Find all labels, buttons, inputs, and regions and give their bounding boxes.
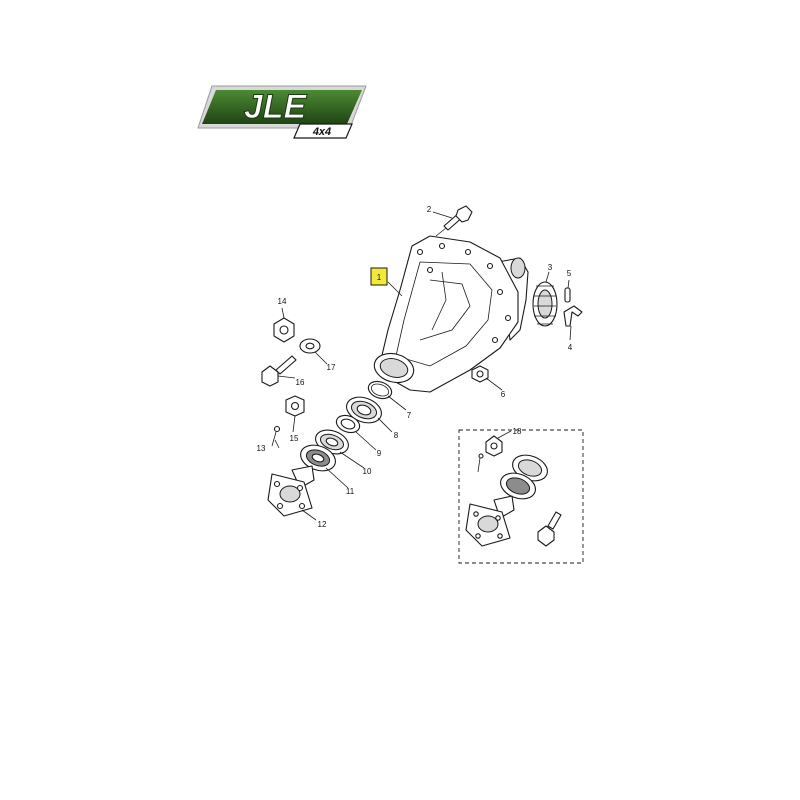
logo-brand: JLE (244, 88, 308, 126)
clip-4 (563, 305, 583, 327)
callout-1[interactable]: 1 (377, 273, 382, 282)
callout-16[interactable]: 16 (296, 378, 305, 387)
callout-10[interactable]: 10 (363, 467, 372, 476)
callout-5[interactable]: 5 (567, 269, 572, 278)
seal-11 (300, 444, 336, 472)
callout-3[interactable]: 3 (548, 263, 553, 272)
split-pin-13 (271, 425, 281, 447)
nut-6 (471, 365, 489, 383)
callout-12[interactable]: 12 (318, 520, 327, 529)
jle-logo: JLE 4x4 (197, 85, 367, 139)
washer-17 (299, 338, 321, 354)
callout-leaders (274, 211, 572, 521)
nut-14 (273, 317, 295, 343)
spacer-9 (335, 414, 361, 434)
callout-17[interactable]: 17 (327, 363, 336, 372)
nut-15 (285, 395, 305, 417)
highlight-box (370, 267, 388, 286)
bolt-2 (435, 205, 473, 237)
callout-6[interactable]: 6 (501, 390, 506, 399)
callout-8[interactable]: 8 (394, 431, 399, 440)
bearing-8 (346, 396, 382, 424)
logo-sub: 4x4 (312, 126, 331, 138)
bolt-16 (261, 355, 297, 387)
flange-12 (267, 465, 315, 517)
kit-box-18 (458, 429, 584, 564)
callout-14[interactable]: 14 (278, 297, 287, 306)
o-ring-7 (367, 380, 393, 400)
callout-labels: 1 2 3 4 5 6 7 8 9 10 11 12 13 14 15 16 1… (257, 205, 573, 529)
callout-11[interactable]: 11 (346, 487, 355, 496)
callout-4[interactable]: 4 (568, 343, 573, 352)
callout-13[interactable]: 13 (257, 444, 266, 453)
pin-5 (564, 287, 571, 303)
callout-7[interactable]: 7 (407, 411, 412, 420)
callout-18[interactable]: 18 (513, 427, 522, 436)
callout-2[interactable]: 2 (427, 205, 432, 214)
differential-housing (373, 235, 558, 393)
callout-9[interactable]: 9 (377, 449, 382, 458)
callout-15[interactable]: 15 (290, 434, 299, 443)
